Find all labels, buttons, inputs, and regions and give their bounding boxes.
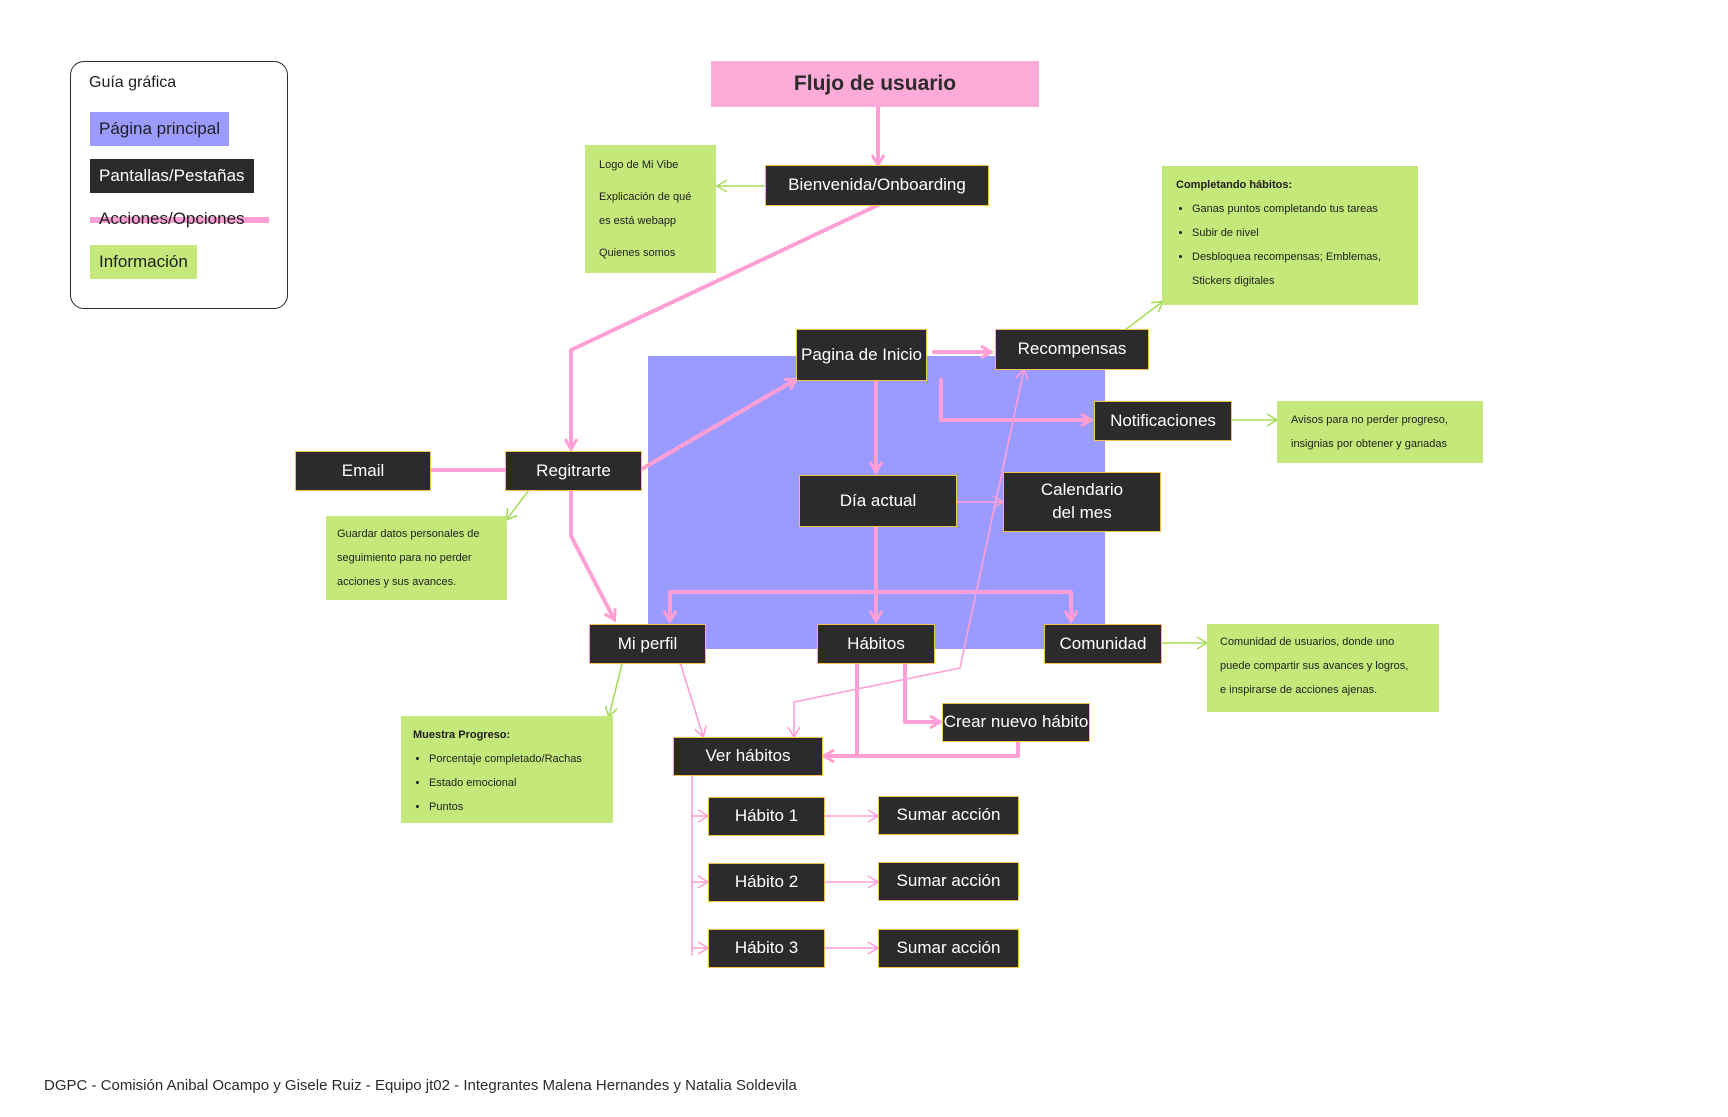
info-notificaciones-line: insignias por obtener y ganadas (1291, 438, 1447, 450)
screen-calendario: Calendario del mes (1003, 472, 1161, 532)
info-perfil-heading: Muestra Progreso: (413, 729, 511, 741)
info-recompensas-item: Subir de nivel (1192, 221, 1404, 245)
arrow-crear-to-ver (825, 738, 1020, 756)
info-comunidad-line: Comunidad de usuarios, donde uno (1220, 636, 1395, 648)
legend-main-page: Página principal (90, 112, 229, 146)
screen-email: Email (295, 451, 431, 491)
arrow-perfil-ver (680, 662, 703, 736)
screen-habito-3: Hábito 3 (708, 929, 825, 968)
info-comunidad: Comunidad de usuarios, donde uno puede c… (1207, 624, 1439, 712)
arrow-dia-to-comunidad (874, 590, 1071, 620)
info-registro-line: Guardar datos personales de (337, 528, 480, 540)
footer-credits: DGPC - Comisión Anibal Ocampo y Gisele R… (44, 1077, 797, 1094)
info-logo-line: Logo de Mi Vibe (599, 159, 679, 171)
screen-recompensas: Recompensas (995, 329, 1149, 370)
screen-notificaciones: Notificaciones (1094, 401, 1232, 441)
screen-habitos: Hábitos (817, 624, 935, 664)
info-recompensas-heading: Completando hábitos: (1176, 179, 1293, 191)
arrow-inicio-to-notificaciones (939, 378, 1090, 420)
arrow-recompensas-to-info (1124, 300, 1165, 331)
info-recompensas: Completando hábitos: Ganas puntos comple… (1162, 166, 1418, 305)
screen-comunidad: Comunidad (1044, 624, 1162, 664)
info-logo-line: Explicación de qué (599, 191, 692, 203)
info-logo-line: es está webapp (599, 215, 677, 227)
screen-bienvenida: Bienvenida/Onboarding (765, 165, 989, 206)
screen-ver-habitos: Ver hábitos (673, 737, 823, 776)
info-logo-line: Quienes somos (599, 247, 676, 259)
arrow-habitos-to-recompensas (959, 367, 1029, 669)
screen-dia-actual: Día actual (799, 475, 957, 527)
screen-sumar-accion-2: Sumar acción (878, 862, 1019, 901)
arrow-perfil-to-info (604, 663, 623, 719)
info-perfil: Muestra Progreso: Porcentaje completado/… (401, 716, 613, 823)
info-notificaciones: Avisos para no perder progreso, insignia… (1277, 401, 1483, 463)
info-perfil-item: Puntos (429, 795, 601, 819)
screen-sumar-accion-1: Sumar acción (878, 796, 1019, 835)
info-notificaciones-line: Avisos para no perder progreso, (1291, 414, 1448, 426)
arrow-onboarding-to-registro (571, 203, 880, 448)
info-comunidad-line: e inspirarse de acciones ajenas. (1220, 684, 1378, 696)
legend-title: Guía gráfica (89, 74, 177, 91)
info-logo: Logo de Mi Vibe Explicación de qué es es… (585, 145, 716, 273)
screen-mi-perfil: Mi perfil (589, 624, 706, 664)
legend-actions-label: Acciones/Opciones (99, 209, 245, 228)
info-registro-line: acciones y sus avances. (337, 576, 457, 588)
arrow-habitos-to-crear (903, 660, 939, 722)
info-registro: Guardar datos personales de seguimiento … (326, 516, 507, 600)
info-comunidad-line: puede compartir sus avances y logros, (1220, 660, 1409, 672)
screen-crear-habito: Crear nuevo hábito (942, 703, 1090, 742)
arrow-registro-to-info (505, 489, 530, 522)
info-recompensas-item: Desbloquea recompensas; Emblemas,Sticker… (1192, 245, 1404, 293)
info-registro-line: seguimiento para no perder (337, 552, 472, 564)
legend-screens: Pantallas/Pestañas (90, 159, 254, 193)
legend-info: Información (90, 245, 197, 279)
arrow-habitos-to-ver-thin (787, 667, 961, 739)
arrow-dia-to-perfil (670, 590, 878, 620)
screen-pagina-inicio: Pagina de Inicio (796, 329, 927, 381)
info-recompensas-item: Ganas puntos completando tus tareas (1192, 197, 1404, 221)
screen-habito-1: Hábito 1 (708, 797, 825, 836)
legend-actions: Acciones/Opciones (90, 202, 269, 236)
info-perfil-item: Estado emocional (429, 771, 601, 795)
arrow-registro-to-inicio (638, 380, 795, 472)
arrow-registro-to-perfil (569, 488, 614, 619)
legend: Guía gráfica Página principal Pantallas/… (70, 61, 288, 309)
screen-sumar-accion-3: Sumar acción (878, 929, 1019, 968)
screen-habito-2: Hábito 2 (708, 863, 825, 902)
diagram-title: Flujo de usuario (711, 61, 1039, 107)
info-perfil-item: Porcentaje completado/Rachas (429, 747, 601, 771)
screen-registrarte: Regitrarte (505, 451, 642, 491)
